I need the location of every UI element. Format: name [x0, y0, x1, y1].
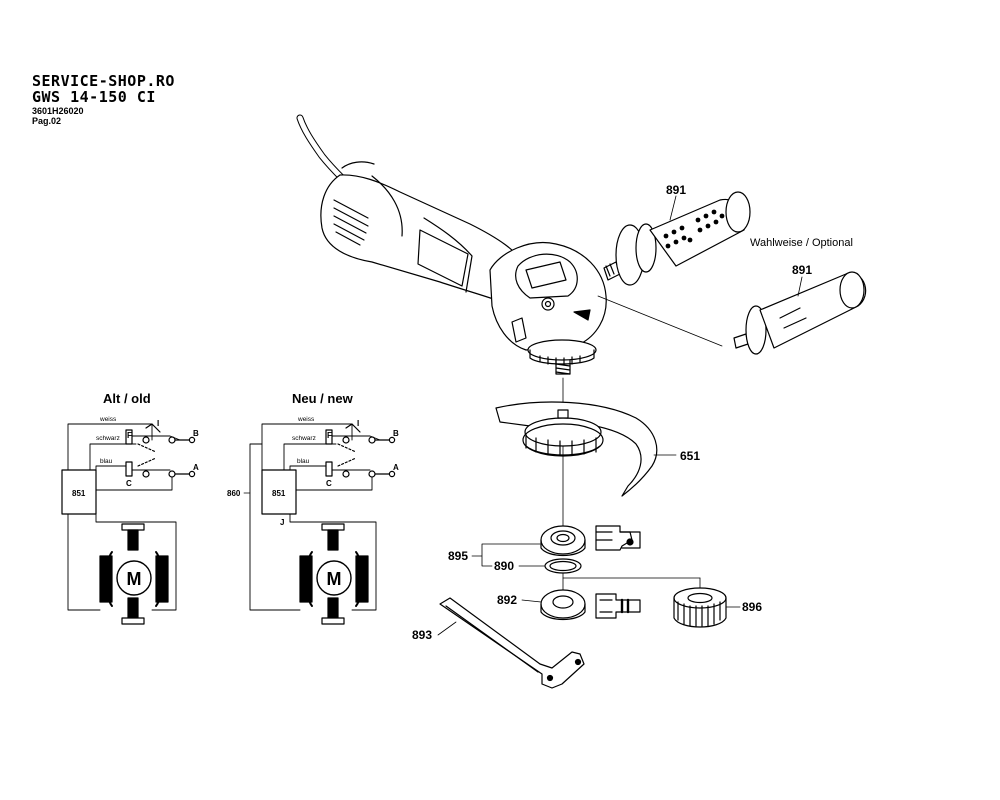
wire-label-white-new: weiss [297, 416, 315, 423]
capacitor-box-old [61, 469, 97, 515]
motor-label-new: M [327, 569, 342, 589]
wire-label-white-old: weiss [99, 416, 117, 423]
wire-label-black-old: schwarz [96, 435, 120, 442]
wiring-old: Alt / old 851 weiss schwarz blau F I B A… [61, 391, 199, 625]
capacitor-box-new [261, 469, 297, 515]
section-895 [595, 525, 641, 551]
label-860: 860 [227, 489, 241, 498]
terminal-b-new: B [393, 429, 399, 438]
optional-note: Wahlweise / Optional [750, 237, 853, 249]
box-label-new: 851 [272, 489, 286, 498]
motor-symbol-old [116, 560, 152, 596]
wire-label-black-new: schwarz [292, 435, 316, 442]
label-891-top: 891 [666, 183, 686, 197]
shop-name: SERVICE-SHOP.RO [32, 72, 175, 90]
wire-label-blue-new: blau [297, 458, 310, 465]
auxiliary-handle-891-optional [733, 271, 867, 355]
label-890: 890 [494, 559, 514, 573]
terminal-i-old: I [157, 419, 159, 428]
terminal-f-new: F [327, 431, 332, 440]
model-name: GWS 14-150 CI [32, 88, 156, 106]
wiring-old-title: Alt / old [103, 391, 151, 406]
section-892 [595, 593, 641, 619]
title-block: SERVICE-SHOP.RO GWS 14-150 CI 3601H26020… [32, 74, 175, 126]
terminal-j-new: J [280, 518, 284, 527]
motor-symbol-new [316, 560, 352, 596]
quick-nut-896 [673, 587, 727, 628]
o-ring-890 [544, 558, 582, 574]
wiring-new: Neu / new 851 860 weiss schwarz blau F I… [227, 391, 399, 625]
label-895: 895 [448, 549, 468, 563]
label-896: 896 [742, 600, 762, 614]
terminal-c-old: C [126, 479, 132, 488]
page-number: Pag.02 [32, 116, 62, 126]
terminal-i-new: I [357, 419, 359, 428]
flange-895 [540, 525, 586, 557]
wire-label-blue-old: blau [100, 458, 113, 465]
clamp-nut-892 [540, 589, 586, 621]
label-892: 892 [497, 593, 517, 607]
terminal-f-old: F [127, 431, 132, 440]
label-891-bottom: 891 [792, 263, 812, 277]
grinder-body [296, 114, 607, 375]
part-number: 3601H26020 [32, 106, 84, 116]
terminal-a-new: A [393, 463, 399, 472]
wiring-new-title: Neu / new [292, 391, 354, 406]
motor-label-old: M [127, 569, 142, 589]
guard-651 [495, 401, 658, 497]
box-label-old: 851 [72, 489, 86, 498]
terminal-c-new: C [326, 479, 332, 488]
terminal-b-old: B [193, 429, 199, 438]
spanner-893 [439, 597, 585, 689]
auxiliary-handle-891-rubber [603, 191, 751, 286]
label-893: 893 [412, 628, 432, 642]
label-651: 651 [680, 449, 700, 463]
terminal-a-old: A [193, 463, 199, 472]
